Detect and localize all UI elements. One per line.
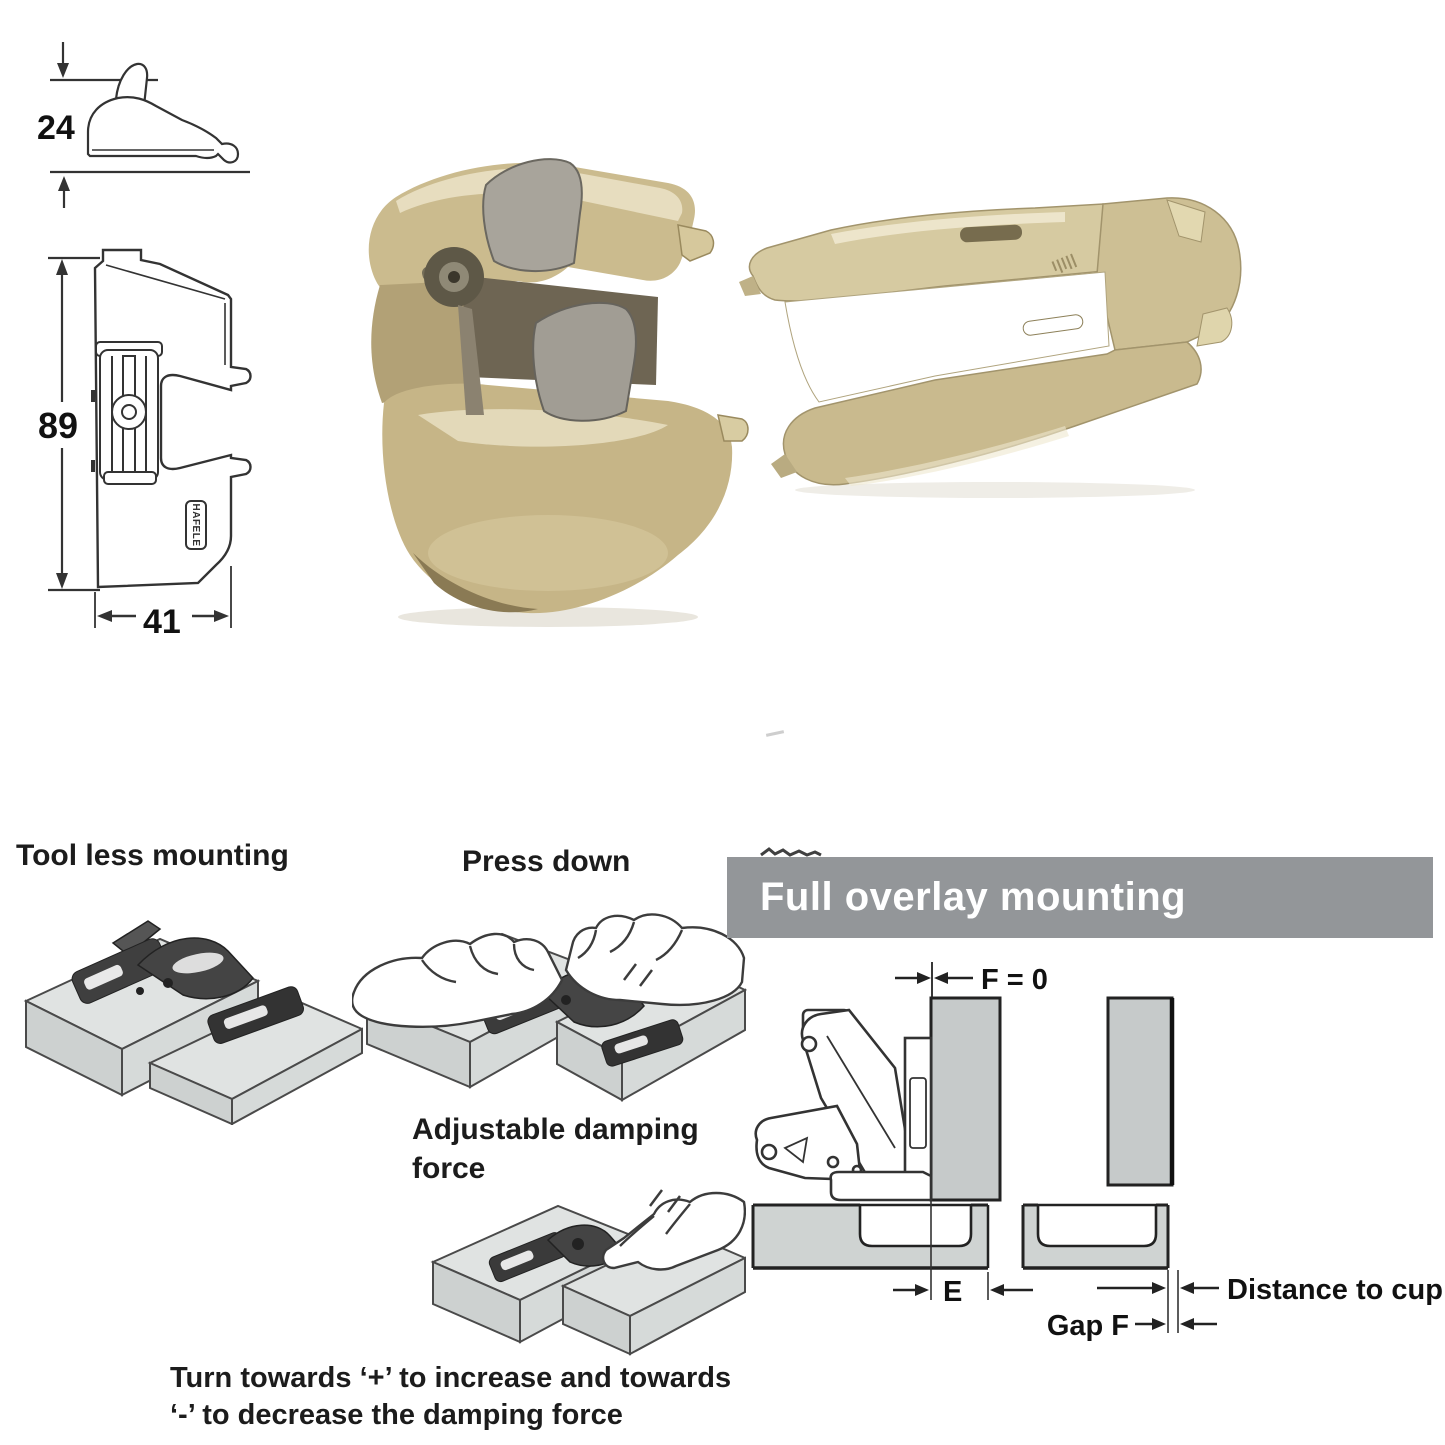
toolless-mounting-title: Tool less mounting: [16, 839, 289, 872]
adjustable-damping-title: Adjustable damping force: [412, 1113, 699, 1185]
clip-hook-top: [1166, 199, 1206, 243]
gray-flap-lower: [532, 301, 637, 422]
press-down-title: Press down: [462, 845, 631, 878]
print-artifact: [765, 730, 785, 737]
distance-to-cup-label: Distance to cup: [1227, 1274, 1443, 1306]
full-overlay-header: Full overlay mounting: [727, 857, 1433, 938]
latch-hook-lower: [717, 414, 749, 442]
hand: [602, 1191, 746, 1271]
arrow-down-icon: [56, 573, 68, 589]
door-panel-right: [1106, 996, 1174, 1187]
dimension-41-label: 41: [143, 603, 181, 641]
brand-label: HAFELE: [190, 504, 201, 547]
brand-plate: HAFELE: [185, 500, 207, 550]
door-panel-left: [929, 996, 1002, 1202]
hinge-line-art: [71, 920, 304, 1044]
arrow-right-icon: [1152, 1282, 1166, 1294]
arrow-right-icon: [915, 1284, 929, 1296]
photo-shadow: [795, 482, 1195, 498]
hands: [352, 913, 746, 1028]
clip-upper-prong: [748, 203, 1116, 302]
adjustable-damping-illustration: [430, 1189, 746, 1356]
print-artifact: [760, 847, 822, 857]
latch-hook-upper: [677, 224, 715, 262]
arrow-right-icon: [917, 972, 931, 984]
photo-shadow: [398, 607, 698, 627]
brand-stamp-marks: [1051, 253, 1078, 273]
motion-dashes: [623, 963, 653, 987]
cabinet-board-left: [751, 1203, 990, 1270]
f-zero-label: F = 0: [981, 964, 1048, 996]
arrow-left-icon: [990, 1284, 1004, 1296]
cup-recess: [1036, 1203, 1158, 1248]
arrow-left-icon: [97, 610, 112, 622]
clip-hook-side: [1196, 307, 1233, 347]
arrow-left-icon: [934, 972, 948, 984]
arrow-up-icon: [56, 259, 68, 275]
dimension-24-label: 24: [37, 109, 75, 147]
damper-spine: [371, 281, 468, 403]
e-label: E: [943, 1276, 962, 1308]
arrow-down-icon: [57, 63, 69, 78]
piston-rod: [458, 305, 484, 415]
dimension-89-label: 89: [38, 405, 78, 446]
arrow-right-icon: [214, 610, 229, 622]
gray-flap-upper: [482, 158, 583, 272]
metal-highlight: [845, 426, 1069, 486]
cabinet-board-right: [1021, 1203, 1170, 1270]
hinge-pin-core: [448, 271, 460, 283]
metal-highlight: [396, 168, 683, 221]
side-profile-drawing: 24: [37, 42, 250, 208]
metal-shadow: [413, 553, 538, 613]
product-photo-damper: [368, 158, 749, 627]
damping-caption-line2: ‘-’ to decrease the damping force: [170, 1399, 623, 1431]
prong-tip-lower: [771, 454, 797, 478]
e-reference-lines: [930, 1200, 989, 1300]
damping-caption-line1: Turn towards ‘+’ to increase and towards: [170, 1362, 732, 1394]
arrow-left-icon: [1180, 1282, 1194, 1294]
toolless-mounting-illustration: [23, 920, 363, 1125]
clip-slot-dark: [960, 224, 1023, 243]
f-zero-dimension: [895, 962, 973, 998]
arrow-up-icon: [58, 176, 70, 191]
arrow-right-icon: [1152, 1318, 1166, 1330]
cup-reference-lines: [1167, 1270, 1179, 1333]
clip-slot-light: [1022, 314, 1084, 336]
press-down-illustration: [352, 913, 747, 1102]
metal-sheen: [428, 515, 668, 591]
gap-f-label: Gap F: [1047, 1310, 1129, 1342]
motion-dashes: [649, 1189, 681, 1213]
clip-gap: [784, 271, 1110, 403]
side-profile-outline: [86, 62, 240, 164]
arrow-left-icon: [1180, 1318, 1194, 1330]
front-view-drawing: HAFELE 89 41: [38, 248, 252, 641]
front-view-outline: HAFELE: [91, 248, 252, 589]
metal-highlight: [831, 212, 1065, 244]
damping-caption: Turn towards ‘+’ to increase and towards…: [170, 1360, 731, 1434]
dimension-lines-89: [48, 256, 100, 592]
dimension-lines-41: [94, 566, 232, 628]
full-overlay-diagram: F = 0: [751, 962, 1443, 1342]
damper-mechanism: [95, 341, 163, 485]
hinge-cross-section: [754, 1008, 933, 1202]
cup-recess: [858, 1203, 973, 1248]
prong-tip-upper: [739, 276, 761, 296]
full-overlay-title: Full overlay mounting: [760, 875, 1187, 919]
product-photo-mounting-plate: [739, 197, 1242, 498]
